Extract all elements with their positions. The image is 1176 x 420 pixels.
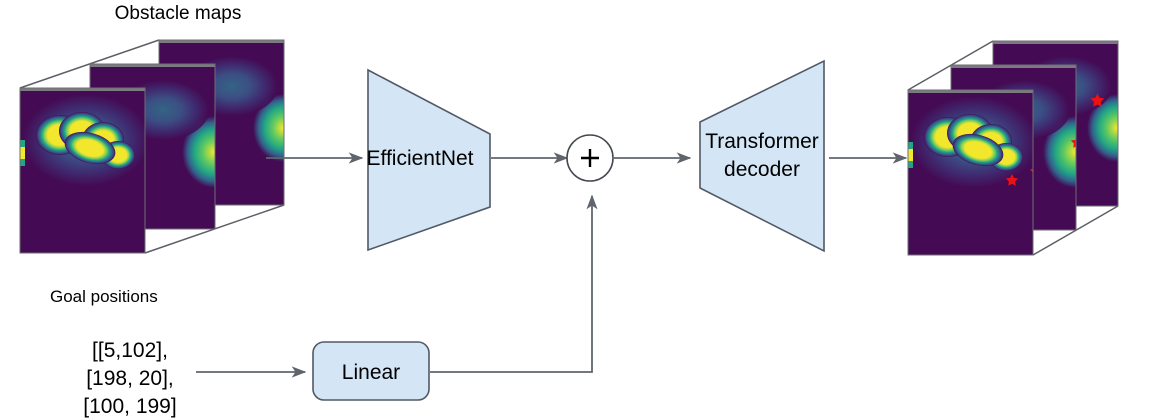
efficientnet-label: EfficientNet xyxy=(367,147,474,170)
linear-shape[interactable] xyxy=(312,341,430,401)
obstacle-map-stack xyxy=(19,39,285,254)
connector-linear-to-adder xyxy=(430,194,598,373)
obstacle-map-panel-front xyxy=(19,87,146,254)
goal-positions-row-0: [[5,102], xyxy=(92,339,168,362)
linear-node[interactable]: Linear xyxy=(312,341,430,401)
goal-marker-group-back xyxy=(1090,93,1105,107)
efficientnet-shape[interactable] xyxy=(367,68,491,252)
obstacle-maps-title: Obstacle maps xyxy=(115,3,242,24)
goal-positions-row-2: [100, 199] xyxy=(83,395,176,418)
goal-marker-group-front xyxy=(1005,169,1033,186)
transformer-decoder-label-line2: decoder xyxy=(724,158,800,181)
efficientnet-node[interactable]: EfficientNet xyxy=(367,68,491,252)
prediction-map-panel-front xyxy=(907,89,1034,256)
transformer-decoder-label-line1: Transformer xyxy=(705,130,819,153)
linear-label: Linear xyxy=(342,361,400,384)
goal-marker-group-middle xyxy=(1070,138,1076,148)
goal-positions-title: Goal positions xyxy=(50,287,158,306)
goal-positions-row-1: [198, 20], xyxy=(86,367,174,390)
transformer-decoder-node[interactable]: Transformer decoder xyxy=(699,59,825,253)
transformer-decoder-body[interactable] xyxy=(699,59,825,253)
prediction-map-stack xyxy=(907,40,1119,256)
adder-node[interactable] xyxy=(566,134,614,182)
